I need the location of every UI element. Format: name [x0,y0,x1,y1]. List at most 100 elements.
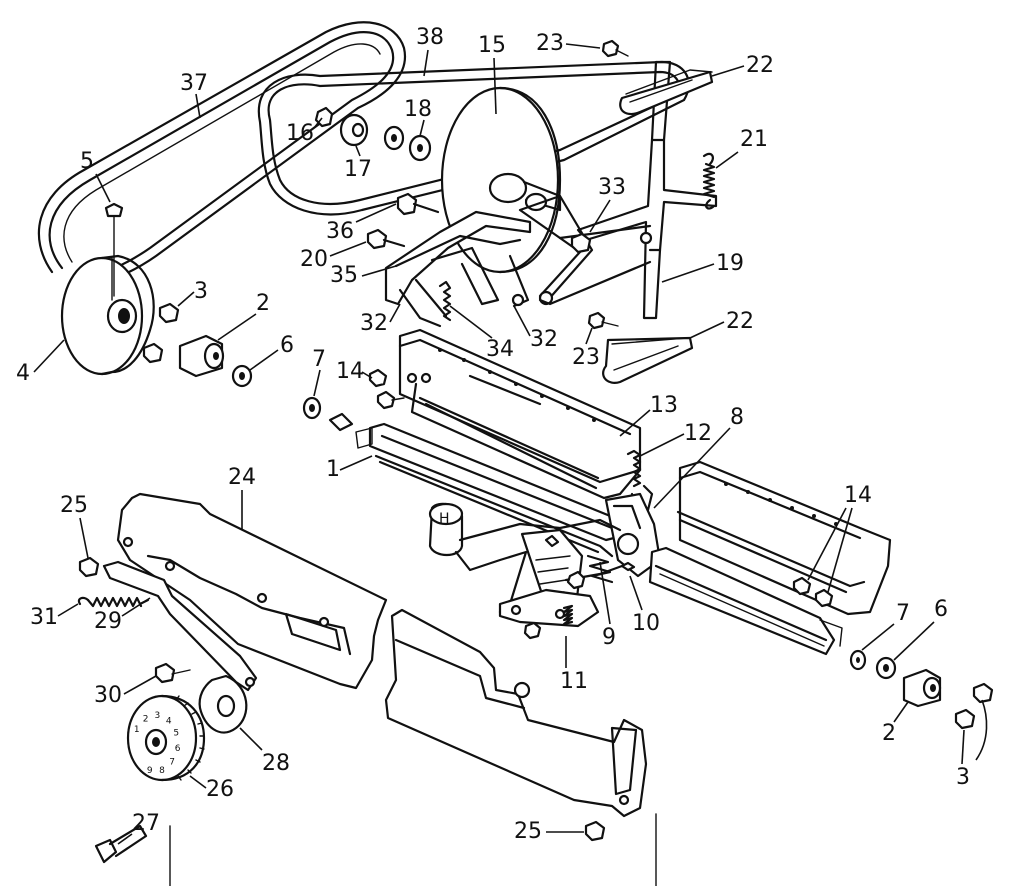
side-plate-24 [116,492,388,690]
svg-text:18: 18 [404,97,432,122]
callout-22-top: 22 [711,53,774,78]
svg-text:35: 35 [330,263,358,288]
height-lever-assembly: H [428,502,624,628]
callout-32-left: 32 [360,303,401,336]
callout-5: 5 [80,149,111,203]
svg-text:24: 24 [228,465,256,490]
screw-30 [154,662,191,684]
bolt-33 [570,232,592,254]
callout-19: 19 [661,251,744,283]
bolt-27 [94,824,148,864]
callout-17: 17 [344,145,372,182]
screw-25-right [584,820,606,842]
bushing-2-right [902,668,942,708]
v-belt-38 [257,60,690,216]
dial-number-4: 4 [166,716,172,726]
svg-text:14: 14 [336,359,364,384]
dial-number-3: 3 [155,711,161,721]
callout-18: 18 [404,97,432,137]
cam-28 [198,674,248,734]
slotted-bracket-22-bottom [602,336,694,384]
svg-text:15: 15 [478,33,506,58]
callout-22-bottom: 22 [689,309,754,339]
svg-text:3: 3 [194,279,208,304]
svg-text:34: 34 [486,337,514,362]
screw-23-bottom [587,311,619,330]
svg-text:8: 8 [730,405,744,430]
callout-2-right: 2 [882,701,909,746]
svg-text:12: 12 [684,421,712,446]
callout-9: 9 [599,561,616,650]
callout-37: 37 [180,71,208,119]
callout-10: 10 [629,575,660,636]
callout-15: 15 [478,33,506,115]
callout-27: 27 [117,811,160,845]
side-plate-right [384,608,648,818]
idler-pulley-17 [314,106,432,162]
callout-3-left: 3 [177,279,208,307]
svg-text:16: 16 [286,121,314,146]
svg-text:6: 6 [934,597,948,622]
svg-text:38: 38 [416,25,444,50]
svg-text:28: 28 [262,751,290,776]
svg-text:22: 22 [746,53,774,78]
callout-29: 29 [94,597,151,634]
svg-text:25: 25 [514,819,542,844]
svg-text:30: 30 [94,683,122,708]
svg-text:23: 23 [572,345,600,370]
svg-text:3: 3 [956,765,970,790]
dial-number-1: 1 [134,725,140,735]
callout-3-right: 3 [956,699,988,790]
svg-text:27: 27 [132,811,160,836]
callout-6-left: 6 [249,333,294,371]
callout-13: 13 [619,393,678,437]
callout-23-top: 23 [536,31,601,56]
svg-text:7: 7 [896,601,910,626]
svg-text:37: 37 [180,71,208,96]
gear-plate-8 [604,484,662,578]
bolt-14-left [368,368,405,410]
callout-4: 4 [16,339,65,386]
callout-32-right: 32 [513,305,558,352]
callout-23-bottom: 23 [572,327,600,370]
cutter-bar-right [648,546,843,656]
svg-text:11: 11 [560,669,588,694]
callout-14-left: 14 [336,359,373,384]
svg-text:31: 31 [30,605,58,630]
screw-3-left [142,302,180,364]
callout-14-right: 14 [807,483,872,593]
slotted-bracket-22-top [619,69,714,116]
spring-21 [702,152,716,210]
svg-text:33: 33 [598,175,626,200]
washer-7-right [849,649,867,671]
svg-text:2: 2 [882,721,896,746]
callout-labels: 37 38 15 23 22 5 16 18 17 21 33 36 20 19… [16,25,988,845]
svg-text:36: 36 [326,219,354,244]
dial-number-9: 9 [147,766,153,776]
callout-12: 12 [639,421,712,457]
callout-34: 34 [449,305,514,362]
svg-text:17: 17 [344,157,372,182]
washer-6-right [875,656,897,680]
dial-number-5: 5 [173,729,179,739]
callout-6-right: 6 [893,597,948,661]
idler-arm-assembly-35 [384,210,532,328]
svg-text:26: 26 [206,777,234,802]
callout-33: 33 [589,175,626,233]
callout-26: 26 [189,775,234,802]
svg-text:32: 32 [360,311,388,336]
callout-7-left: 7 [312,347,326,397]
bolts-14-right [792,576,834,608]
svg-text:22: 22 [726,309,754,334]
screw-5 [104,202,124,297]
callout-11: 11 [560,636,588,694]
svg-text:10: 10 [632,611,660,636]
callout-30: 30 [94,675,157,708]
callout-1: 1 [326,455,373,482]
bushing-2-left [178,334,225,378]
svg-text:6: 6 [280,333,294,358]
frame-bracket-19 [518,60,718,320]
screw-3-right [954,682,994,730]
